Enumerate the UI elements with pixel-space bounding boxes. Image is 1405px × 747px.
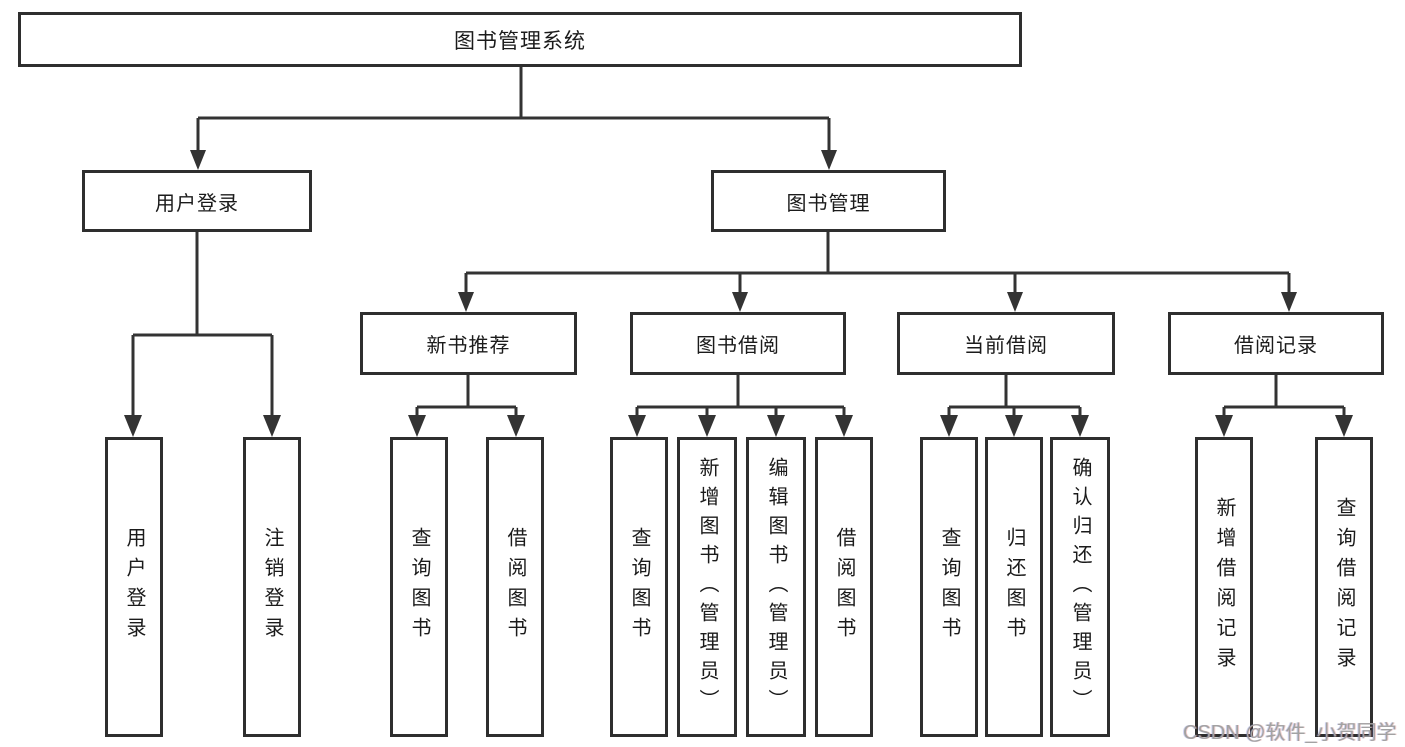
arrowhead [1007, 292, 1023, 312]
arrowhead [1005, 415, 1023, 437]
leaf-query-borrow-record: 查询借阅记录 [1315, 437, 1373, 737]
connector-book-borrow-children [628, 375, 853, 437]
leaf-user-login: 用户登录 [105, 437, 163, 737]
arrowhead [821, 150, 837, 170]
leaf-borrow-books-recommend: 借阅图书 [486, 437, 544, 737]
leaf-logout: 注销登录 [243, 437, 301, 737]
csdn-watermark: CSDN @软件_小贺同学 [1183, 722, 1397, 744]
arrowhead [940, 415, 958, 437]
arrowhead [1071, 415, 1089, 437]
node-user-login: 用户登录 [82, 170, 312, 232]
node-book-borrow: 图书借阅 [630, 312, 846, 375]
leaf-query-books-current: 查询图书 [920, 437, 978, 737]
arrowhead [628, 415, 646, 437]
leaf-query-books-recommend: 查询图书 [390, 437, 448, 737]
arrowhead [458, 292, 474, 312]
arrowhead [124, 415, 142, 437]
node-current-borrow: 当前借阅 [897, 312, 1115, 375]
leaf-add-books-admin: 新增图书（管理员） [677, 437, 737, 737]
arrowhead [1281, 292, 1297, 312]
arrowhead [263, 415, 281, 437]
leaf-confirm-return-admin: 确认归还（管理员） [1050, 437, 1110, 737]
leaf-borrow-books: 借阅图书 [815, 437, 873, 737]
connector-current-borrow-children [940, 375, 1089, 437]
node-book-management: 图书管理 [711, 170, 946, 232]
node-new-book-recommend: 新书推荐 [360, 312, 577, 375]
connector-user-login-children [124, 232, 281, 437]
leaf-edit-books-admin: 编辑图书（管理员） [746, 437, 806, 737]
connector-book-management-children [458, 232, 1297, 312]
arrowhead [698, 415, 716, 437]
node-root-library-management-system: 图书管理系统 [18, 12, 1022, 67]
connector-new-book-recommend-children [408, 375, 525, 437]
connector-root-to-level2 [190, 67, 837, 170]
arrowhead [190, 150, 206, 170]
arrowhead [408, 415, 426, 437]
leaf-add-borrow-record: 新增借阅记录 [1195, 437, 1253, 737]
arrowhead [507, 415, 525, 437]
leaf-return-books: 归还图书 [985, 437, 1043, 737]
arrowhead [767, 415, 785, 437]
connector-borrow-records-children [1215, 375, 1353, 437]
arrowhead [732, 292, 748, 312]
node-borrow-records: 借阅记录 [1168, 312, 1384, 375]
arrowhead [1335, 415, 1353, 437]
arrowhead [835, 415, 853, 437]
leaf-query-books-borrow: 查询图书 [610, 437, 668, 737]
arrowhead [1215, 415, 1233, 437]
